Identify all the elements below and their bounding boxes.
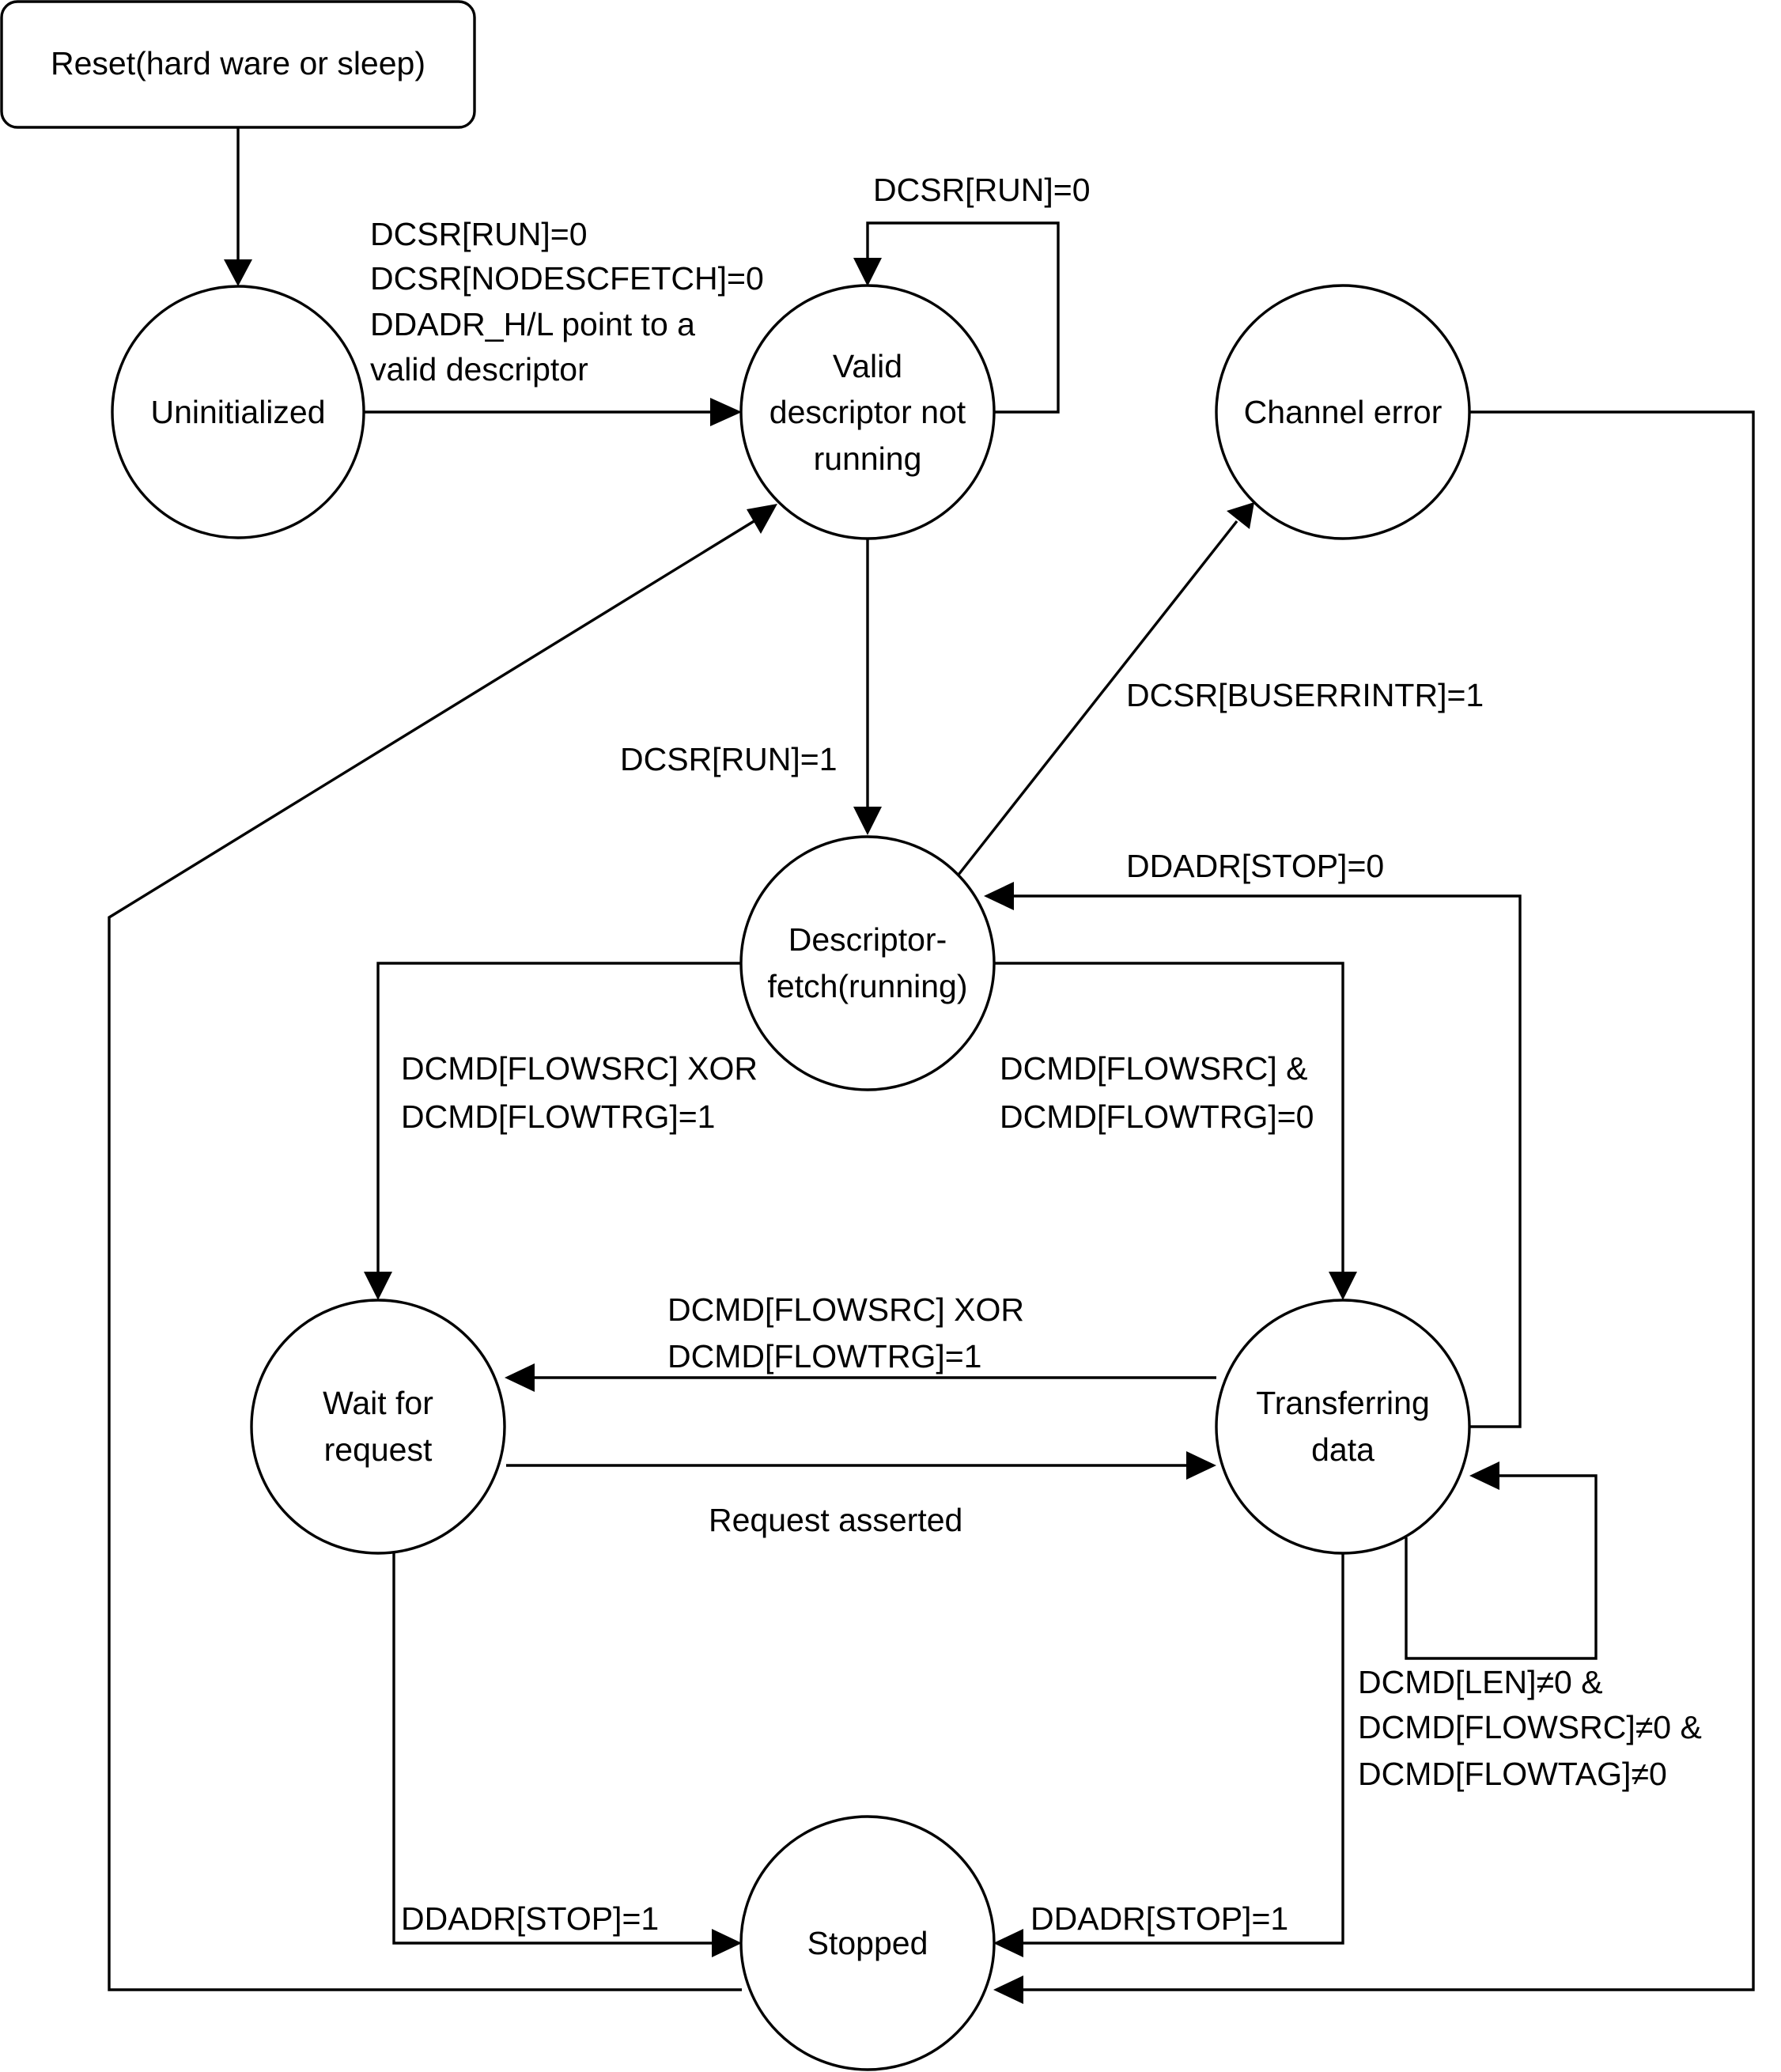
edge-descriptor-fetch-to-channel-error <box>957 502 1254 876</box>
label-transfer-to-wait-line-2: DCMD[FLOWTRG]=1 <box>667 1338 982 1374</box>
label-transfer-to-wait: DCMD[FLOWSRC] XOR DCMD[FLOWTRG]=1 <box>667 1291 1024 1374</box>
edge-labels: DCSR[RUN]=0 DCSR[NODESCFETCH]=0 DDADR_H/… <box>370 172 1702 1937</box>
node-reset-label: Reset(hard ware or sleep) <box>51 45 425 81</box>
label-transfer-to-wait-line-1: DCMD[FLOWSRC] XOR <box>667 1291 1024 1328</box>
edge-descriptor-fetch-to-wait <box>364 962 742 1300</box>
label-fetch-to-error: DCSR[BUSERRINTR]=1 <box>1126 677 1484 713</box>
node-valid-line-2: descriptor not <box>769 394 966 430</box>
node-reset: Reset(hard ware or sleep) <box>0 0 476 129</box>
node-uninitialized-label: Uninitialized <box>150 394 325 430</box>
edge-wait-to-transferring <box>506 1451 1216 1480</box>
node-wait-line-2: request <box>324 1431 433 1468</box>
label-fetch-to-transfer-line-2: DCMD[FLOWTRG]=0 <box>1000 1098 1314 1135</box>
label-uninit-to-valid-line-2: DCSR[NODESCFETCH]=0 <box>370 260 764 297</box>
edge-valid-self-loop <box>853 221 1060 414</box>
label-uninit-to-valid: DCSR[RUN]=0 DCSR[NODESCFETCH]=0 DDADR_H/… <box>370 216 764 388</box>
label-valid-to-fetch: DCSR[RUN]=1 <box>620 741 838 777</box>
node-stopped: Stopped <box>739 1815 996 2071</box>
node-channel-error: Channel error <box>1215 284 1471 540</box>
label-fetch-to-transfer: DCMD[FLOWSRC] & DCMD[FLOWTRG]=0 <box>1000 1050 1314 1135</box>
edge-transferring-self-loop <box>1405 1461 1598 1660</box>
label-valid-self: DCSR[RUN]=0 <box>873 172 1091 208</box>
edge-descriptor-fetch-to-transferring <box>993 962 1357 1300</box>
node-valid-line-1: Valid <box>833 348 902 384</box>
label-fetch-to-wait: DCMD[FLOWSRC] XOR DCMD[FLOWTRG]=1 <box>401 1050 758 1135</box>
label-fetch-to-wait-line-2: DCMD[FLOWTRG]=1 <box>401 1098 716 1135</box>
label-transfer-to-fetch: DDADR[STOP]=0 <box>1126 848 1384 884</box>
node-valid-descriptor: Valid descriptor not running <box>739 284 996 540</box>
edge-reset-to-uninitialized <box>224 128 252 286</box>
node-valid-line-3: running <box>814 440 922 477</box>
edge-transferring-to-wait <box>505 1363 1216 1392</box>
edges <box>108 128 1755 2004</box>
label-fetch-to-wait-line-1: DCMD[FLOWSRC] XOR <box>401 1050 758 1087</box>
label-uninit-to-valid-line-3: DDADR_H/L point to a <box>370 306 695 342</box>
label-wait-to-transfer: Request asserted <box>709 1502 962 1538</box>
label-fetch-to-transfer-line-1: DCMD[FLOWSRC] & <box>1000 1050 1308 1087</box>
node-wait-for-request: Wait for request <box>250 1299 506 1555</box>
node-transferring-line-2: data <box>1311 1431 1375 1468</box>
edge-stopped-to-valid <box>108 504 777 1991</box>
label-transfer-to-stopped: DDADR[STOP]=1 <box>1030 1900 1288 1937</box>
node-uninitialized: Uninitialized <box>111 285 365 539</box>
edge-valid-to-descriptor-fetch <box>853 539 882 835</box>
node-descriptor-fetch-line-2: fetch(running) <box>768 968 968 1004</box>
label-uninit-to-valid-line-4: valid descriptor <box>370 351 588 388</box>
node-transferring-data: Transferring data <box>1215 1299 1471 1555</box>
node-transferring-line-1: Transferring <box>1256 1385 1430 1421</box>
node-stopped-label: Stopped <box>807 1925 928 1961</box>
label-transfer-self: DCMD[LEN]≠0 & DCMD[FLOWSRC]≠0 & DCMD[FLO… <box>1358 1664 1702 1792</box>
edge-wait-to-stopped <box>392 1553 742 1957</box>
label-wait-to-stopped: DDADR[STOP]=1 <box>401 1900 659 1937</box>
nodes: Reset(hard ware or sleep) Uninitialized … <box>0 0 1471 2071</box>
label-transfer-self-line-3: DCMD[FLOWTAG]≠0 <box>1358 1756 1667 1792</box>
edge-channel-error-to-stopped <box>993 410 1755 2004</box>
edge-transferring-to-descriptor-fetch <box>984 882 1522 1428</box>
node-wait-line-1: Wait for <box>323 1385 433 1421</box>
label-transfer-self-line-1: DCMD[LEN]≠0 & <box>1358 1664 1603 1700</box>
node-channel-error-label: Channel error <box>1244 394 1443 430</box>
edge-uninitialized-to-valid <box>365 398 742 426</box>
label-uninit-to-valid-line-1: DCSR[RUN]=0 <box>370 216 588 252</box>
edge-transferring-to-stopped <box>993 1553 1344 1957</box>
node-descriptor-fetch-line-1: Descriptor- <box>788 921 947 958</box>
label-transfer-self-line-2: DCMD[FLOWSRC]≠0 & <box>1358 1709 1702 1745</box>
node-descriptor-fetch: Descriptor- fetch(running) <box>739 835 996 1091</box>
